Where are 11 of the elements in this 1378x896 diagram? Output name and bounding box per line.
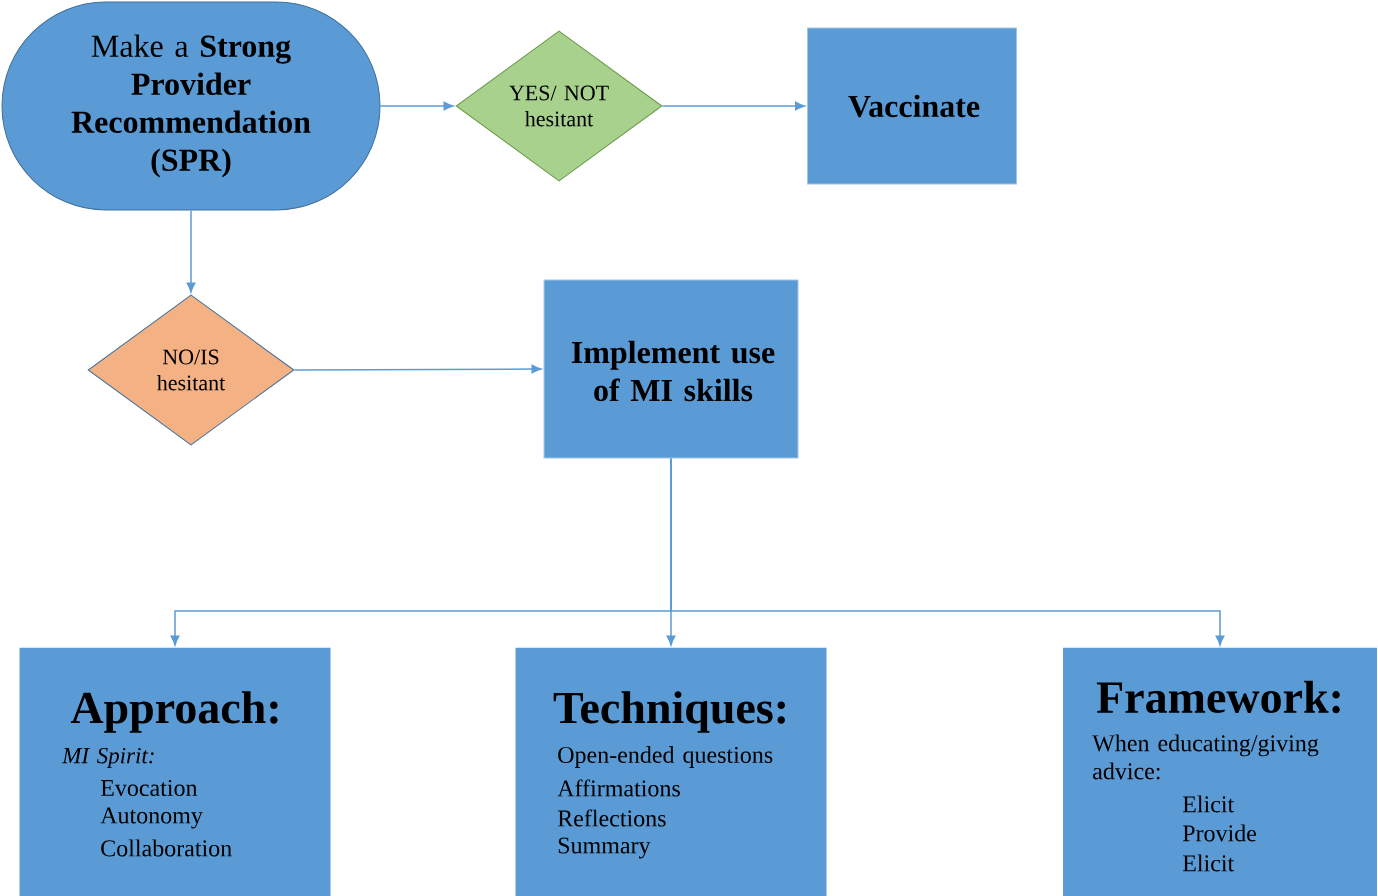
rounded-terminal: Make a Strong Provider Recommendation (SPR) <box>1 1 381 211</box>
process-box: Framework: When educating/giving advice: Elicit Provide Elicit <box>1063 647 1377 896</box>
arrow <box>670 457 1225 646</box>
process-box: Vaccinate <box>807 27 1017 185</box>
arrow <box>379 101 454 111</box>
process-box: Techniques: Open-ended questions Affirmations Reflections Summary <box>515 647 827 896</box>
arrow <box>186 209 196 293</box>
process-box: Approach: MI Spirit: Evocation Autonomy Collaboration <box>19 647 331 896</box>
process-box: Implement use of MI skills <box>543 279 799 459</box>
arrow <box>661 101 805 111</box>
arrow <box>293 364 542 374</box>
